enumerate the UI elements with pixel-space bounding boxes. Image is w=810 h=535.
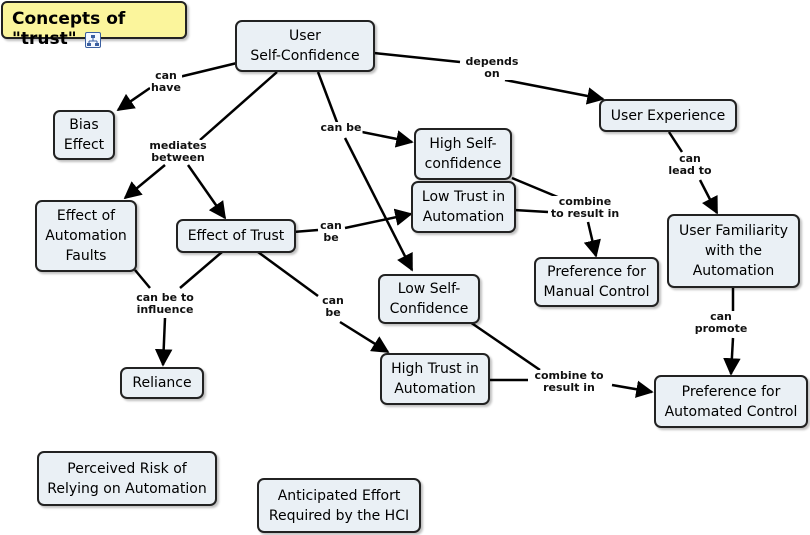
node-anticipated-effort[interactable]: Anticipated Effort Required by the HCI xyxy=(257,478,421,533)
edge-high-sc-to-combine xyxy=(511,176,561,200)
edge-trust-to-can-be xyxy=(292,228,319,234)
edge-combine-to-automated xyxy=(611,380,654,398)
node-low-self-confidence[interactable]: Low Self- Confidence xyxy=(378,274,480,324)
edge-can-have-to-bias xyxy=(116,86,151,112)
edge-usc-to-can-have xyxy=(174,61,238,80)
node-high-trust-in-automation[interactable]: High Trust in Automation xyxy=(380,353,490,405)
edge-usc-to-mediates xyxy=(199,71,278,141)
node-low-trust-in-automation[interactable]: Low Trust in Automation xyxy=(411,181,516,233)
concept-map-icon[interactable] xyxy=(85,32,101,48)
edge-can-be-to-high-trust xyxy=(339,320,390,354)
edge-can-be-to-low-sc xyxy=(343,137,414,272)
node-user-self-confidence[interactable]: User Self-Confidence xyxy=(235,20,375,72)
edge-trust-to-influence xyxy=(179,251,223,289)
edge-mediates-to-faults xyxy=(123,164,166,200)
node-user-familiarity[interactable]: User Familiarity with the Automation xyxy=(667,214,800,288)
edge-can-be-to-high-sc xyxy=(356,129,414,148)
link-label-can-be-high-trust: can be xyxy=(321,294,345,319)
edge-low-trust-to-combine xyxy=(513,208,549,214)
node-effect-of-trust[interactable]: Effect of Trust xyxy=(176,219,296,253)
edge-usc-to-depends xyxy=(373,51,461,64)
edge-trust-to-can-be-2 xyxy=(257,250,319,298)
link-label-combine-manual: combine to result in xyxy=(549,195,621,220)
edge-faults-to-influence xyxy=(134,269,151,289)
edge-influence-to-reliance xyxy=(154,317,173,367)
edge-promote-to-automated xyxy=(723,337,741,376)
edge-low-sc-to-combine xyxy=(469,320,541,372)
link-label-can-lead-to: can lead to xyxy=(667,152,713,177)
link-label-can-be-low-trust: can be xyxy=(319,219,343,244)
edge-usc-to-can-be xyxy=(316,71,340,126)
node-effect-of-automation-faults[interactable]: Effect of Automation Faults xyxy=(35,200,137,272)
link-label-mediates-between: mediates between xyxy=(148,139,208,164)
edge-ux-to-lead xyxy=(667,131,684,153)
edge-depends-to-ux xyxy=(504,78,605,105)
node-perceived-risk[interactable]: Perceived Risk of Relying on Automation xyxy=(37,451,217,506)
node-preference-automated-control[interactable]: Preference for Automated Control xyxy=(654,375,808,428)
link-label-combine-automated: combine to result in xyxy=(533,369,605,394)
link-label-can-be: can be xyxy=(319,121,363,134)
edge-combine-to-manual xyxy=(583,221,601,258)
node-reliance[interactable]: Reliance xyxy=(120,367,204,399)
edge-mediates-to-trust xyxy=(186,164,227,220)
link-label-can-have: can have xyxy=(150,69,182,94)
link-label-depends-on: depends on xyxy=(464,55,520,80)
node-bias-effect[interactable]: Bias Effect xyxy=(53,110,115,160)
node-user-experience[interactable]: User Experience xyxy=(599,99,737,132)
node-preference-manual-control[interactable]: Preference for Manual Control xyxy=(534,257,659,307)
edge-lead-to-familiarity xyxy=(698,179,719,215)
edge-can-be-to-low-trust xyxy=(344,208,413,230)
node-high-self-confidence[interactable]: High Self- confidence xyxy=(414,128,512,180)
link-label-can-be-to-influence: can be to influence xyxy=(135,291,195,316)
link-label-can-promote: can promote xyxy=(693,310,749,335)
